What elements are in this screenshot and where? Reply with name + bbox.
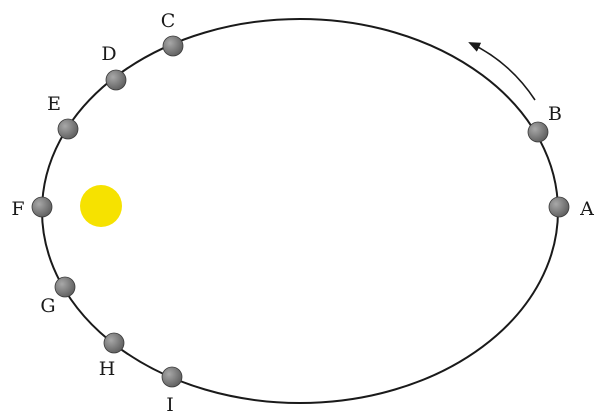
point-label-d: D: [101, 43, 116, 65]
point-label-g: G: [40, 295, 55, 317]
sun-icon: [80, 185, 122, 227]
point-label-e: E: [47, 93, 61, 115]
point-label-a: A: [579, 198, 594, 220]
direction-arrow-icon: [468, 42, 536, 101]
planet-icon-g: [54, 276, 76, 298]
point-label-b: B: [548, 103, 562, 125]
planet-icon-c: [162, 35, 184, 57]
point-label-i: I: [166, 394, 174, 413]
point-label-f: F: [11, 198, 24, 220]
planet-icon-b: [527, 121, 549, 143]
planet-icon-f: [31, 196, 53, 218]
point-label-h: H: [99, 358, 116, 380]
planet-positions: [31, 35, 570, 388]
planet-icon-h: [103, 332, 125, 354]
point-label-c: C: [161, 10, 176, 32]
point-labels: A B C D E F G H I: [11, 10, 594, 413]
planet-icon-i: [161, 366, 183, 388]
planet-icon-a: [548, 196, 570, 218]
planet-icon-d: [105, 69, 127, 91]
planet-icon-e: [57, 118, 79, 140]
